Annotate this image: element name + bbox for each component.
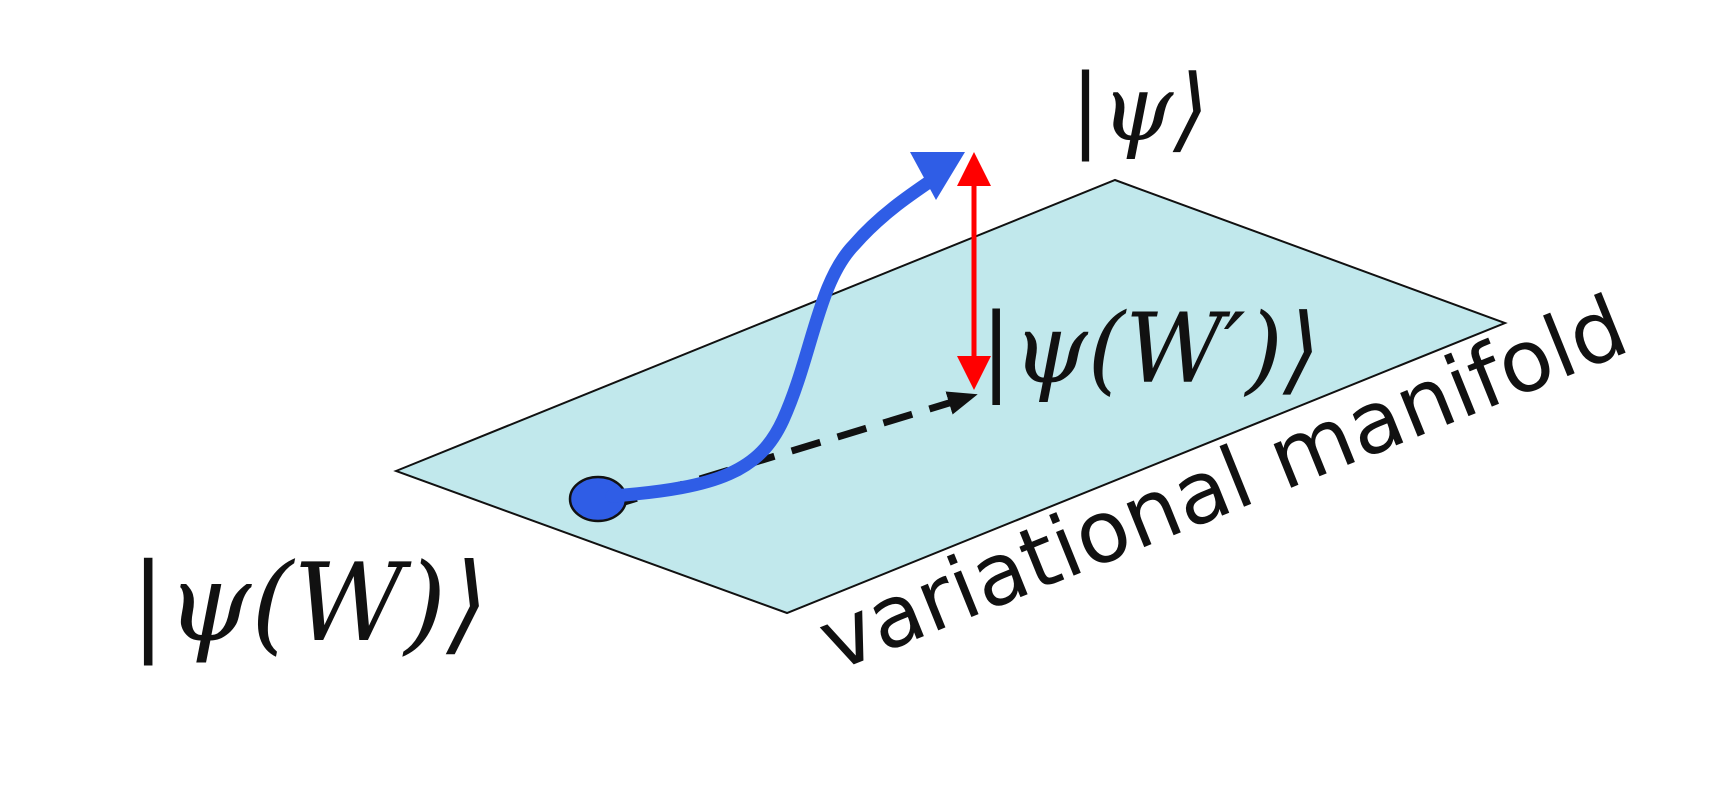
label-initial-state: |ψ(W)⟩ [130,541,489,666]
trajectory-curve [605,171,942,503]
distance-arrow-head-bottom [957,356,991,390]
label-target-state: |ψ⟩ [1070,55,1209,162]
distance-arrow-head-top [957,152,991,186]
label-projected-state: |ψ(W′)⟩ [980,293,1320,405]
trajectory-arrowhead [910,152,965,200]
